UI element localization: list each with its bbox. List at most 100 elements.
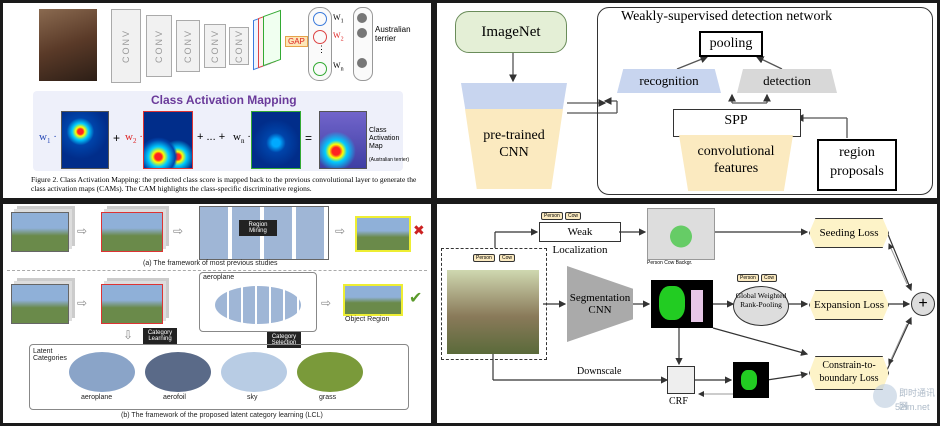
caption-a: (a) The framework of most previous studi…	[143, 260, 278, 267]
region-mining-tag: Region Mining	[239, 220, 277, 236]
conv-layer-5: CONV	[229, 27, 249, 65]
conv-layer-4: CONV	[204, 24, 226, 68]
downscale-label: Downscale	[577, 366, 622, 377]
cat-label-0: aeroplane	[81, 394, 113, 401]
feature-maps	[253, 9, 281, 71]
cat-label-1: aerofoil	[163, 394, 186, 401]
arrow-down: ⇩	[123, 328, 134, 342]
cam-map-n	[251, 111, 301, 169]
pretrained-cnn-shape	[461, 83, 567, 189]
aeroplane-group	[199, 272, 317, 332]
input-photo-frame	[441, 248, 547, 360]
panel-sec: Person Cow Person Cow Weak Localization …	[437, 204, 937, 423]
arrow-a2: ⇨	[173, 224, 184, 238]
output-neurons	[353, 7, 373, 81]
arrow-a3: ⇨	[335, 224, 346, 238]
figure-caption: Figure 2. Class Activation Mapping: the …	[31, 175, 417, 193]
crf-output	[733, 362, 769, 398]
cam-map-1	[61, 111, 109, 169]
result-a	[355, 216, 411, 252]
score-map	[651, 280, 713, 328]
weight-wn: Wn	[333, 61, 344, 73]
caption-b: (b) The framework of the proposed latent…	[121, 412, 323, 419]
proposals-stack-a	[101, 212, 163, 252]
network-frame	[597, 7, 933, 195]
pooling-box: pooling	[699, 31, 763, 57]
arrow-b1: ⇨	[77, 296, 88, 310]
cluster-sky	[221, 352, 287, 392]
cam-result-sub: (Australian terrier)	[369, 157, 410, 163]
watermark-logo	[873, 384, 897, 408]
watermark-text: 52im.net	[895, 402, 930, 412]
cam-title: Class Activation Mapping	[151, 93, 297, 107]
cluster-aeroplane	[69, 352, 135, 392]
gap-label: GAP	[285, 36, 308, 47]
cluster-grass	[297, 352, 363, 392]
input-stack-b	[11, 284, 69, 324]
object-region-label: Object Region	[345, 316, 390, 323]
conv-layer-2: CONV	[146, 15, 172, 77]
cam-dots: + ... +	[197, 131, 226, 143]
cow-tag-2: Cow	[565, 212, 582, 220]
panel-wsddn: ImageNet pre-trained CNN Weakly-supervis…	[437, 3, 937, 198]
spp-shape	[673, 109, 801, 191]
cam-result	[319, 111, 367, 169]
cat-label-3: grass	[319, 394, 337, 401]
gwrp-circle: Global Weighted Rank-Pooling	[733, 286, 789, 326]
conv-layer-3: CONV	[176, 20, 200, 72]
cam-w1: w1 ·	[39, 131, 57, 146]
cam-wn: wn ·	[233, 131, 251, 146]
proposals-stack-b	[101, 284, 163, 324]
crf-box	[667, 366, 695, 394]
weight-w2: W2	[333, 31, 344, 43]
latent-box	[29, 344, 409, 410]
wsddn-arrows	[509, 51, 848, 138]
arrow-a1: ⇨	[77, 224, 88, 238]
panel-lcl: ⇨ ⇨ Region Mining ⇨ ✖ (a) The framework …	[3, 204, 431, 423]
network-title: Weakly-supervised detection network	[621, 9, 833, 24]
sec-arrows	[492, 228, 913, 397]
input-photo	[447, 270, 539, 354]
latent-label: Latent Categories	[33, 348, 67, 362]
recognition-box: recognition	[617, 69, 721, 93]
segmentation-cnn-label: Segmentation CNN	[569, 292, 631, 316]
spp-label: SPP	[724, 113, 748, 128]
conv-features-label: convolutional features	[697, 144, 775, 176]
region-proposals-box: region proposals	[817, 139, 897, 191]
aeroplane-group-label: aeroplane	[203, 274, 235, 281]
sum-node: +	[911, 292, 935, 316]
cam-w2: w2 ·	[125, 131, 143, 146]
arrow-b2: ⇨	[321, 296, 332, 310]
input-stack-a	[11, 212, 69, 252]
cam-equals: =	[305, 131, 313, 145]
constrain-loss-box: Constrain-to-boundary Loss	[809, 356, 889, 390]
weight-w1: W1	[333, 13, 344, 25]
imagenet-box: ImageNet	[455, 11, 567, 53]
localization-map	[647, 208, 715, 260]
dog-photo	[39, 9, 97, 81]
check-icon: ✔	[409, 290, 423, 307]
gap-neurons: ⋮	[308, 7, 332, 81]
cross-icon: ✖	[413, 222, 425, 238]
crf-label: CRF	[669, 396, 688, 407]
result-b	[343, 284, 403, 316]
cam-map-2	[143, 111, 193, 169]
conv-layer-1: CONV	[111, 9, 141, 83]
aeroplane-cluster	[215, 286, 301, 324]
cluster-aerofoil	[145, 352, 211, 392]
weak-localization-box: Weak Localization	[539, 222, 621, 256]
pretrained-cnn-label: pre-trained CNN	[483, 128, 545, 160]
watermark-text-cn: 即时通讯网	[899, 388, 936, 411]
output-label: Australian terrier	[375, 25, 411, 43]
cam-result-title: Class Activation Map	[369, 127, 400, 150]
panel-cam: CONV CONV CONV CONV CONV GAP ⋮ W1 W2 Wn …	[3, 3, 431, 198]
divider	[7, 270, 427, 271]
person-tag-3: Person	[737, 274, 759, 282]
detection-box: detection	[737, 69, 837, 93]
cow-tag-1: Cow	[499, 254, 516, 262]
cam-plus-1: +	[113, 131, 121, 145]
cat-label-2: sky	[247, 394, 258, 401]
expansion-loss-box: Expansion Loss	[809, 290, 889, 320]
legend: Person Cow Backgr.	[647, 260, 693, 266]
person-tag-1: Person	[473, 254, 495, 262]
